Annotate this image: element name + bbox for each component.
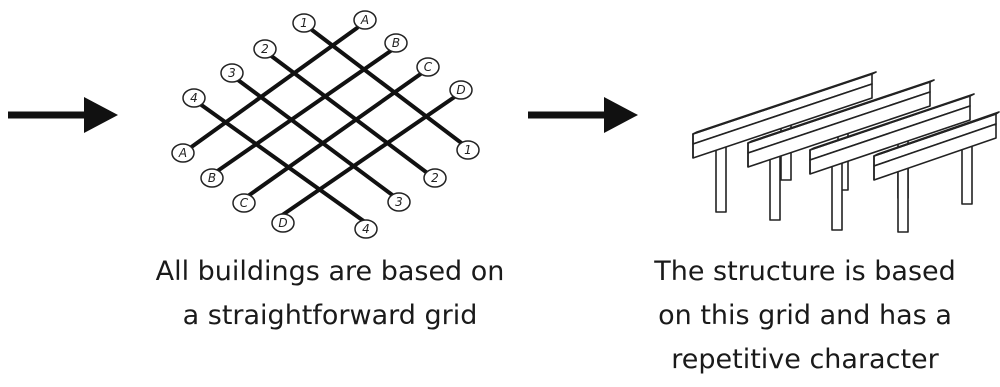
grid-label-C-top: C bbox=[424, 60, 433, 74]
grid-bubble-D-bottom bbox=[271, 213, 295, 233]
grid-line-2 bbox=[268, 53, 432, 177]
grid-label-2-bottom: 2 bbox=[431, 171, 439, 185]
grid-line-1 bbox=[310, 28, 470, 150]
grid-label-4-top: 4 bbox=[190, 91, 198, 105]
grid-bubble-A-bottom bbox=[171, 143, 195, 163]
structure-caption: The structure is based on this grid and … bbox=[610, 250, 1000, 382]
structure-caption-line-1: The structure is based bbox=[654, 256, 956, 287]
grid-line-3 bbox=[236, 78, 397, 199]
grid-label-B-bottom: B bbox=[208, 171, 216, 185]
grid-bubble-C-top bbox=[416, 57, 440, 77]
grid-bubble-2-top bbox=[253, 39, 277, 59]
grid-caption-line-1: All buildings are based on bbox=[155, 256, 505, 287]
beam-frame-2 bbox=[747, 79, 935, 221]
beam-frame-1 bbox=[692, 71, 877, 213]
beam-frame-3 bbox=[809, 93, 975, 231]
grid-bubble-4-top bbox=[182, 88, 206, 108]
grid-bubble-D-top bbox=[449, 80, 473, 100]
grid-label-A-top: A bbox=[360, 13, 369, 27]
grid-line-B bbox=[214, 48, 394, 174]
grid-bubble-A-top bbox=[353, 10, 377, 30]
grid-bubble-3-top bbox=[220, 63, 244, 83]
grid-label-D-bottom: D bbox=[278, 216, 287, 230]
grid-line-D bbox=[276, 94, 458, 220]
grid-bubble-1-top bbox=[292, 13, 316, 33]
grid-label-4-bottom: 4 bbox=[362, 222, 370, 236]
structure-sketch bbox=[692, 71, 1000, 233]
structure-caption-line-2: on this grid and has a bbox=[658, 300, 952, 331]
grid-label-2-top: 2 bbox=[261, 42, 269, 56]
grid-caption-line-2: a straightforward grid bbox=[182, 300, 478, 331]
grid-line-A bbox=[188, 26, 359, 150]
arrow-right-1 bbox=[8, 97, 118, 133]
grid-sketch bbox=[188, 26, 470, 224]
grid-bubble-4-bottom bbox=[354, 219, 378, 239]
grid-label-1-bottom: 1 bbox=[464, 143, 472, 157]
grid-label-3-top: 3 bbox=[228, 66, 236, 80]
grid-bubble-3-bottom bbox=[387, 192, 411, 212]
grid-label-C-bottom: C bbox=[240, 196, 249, 210]
grid-label-3-bottom: 3 bbox=[395, 195, 403, 209]
arrow-right-2 bbox=[528, 97, 638, 133]
grid-bubble-B-top bbox=[384, 33, 408, 53]
grid-caption: All buildings are based on a straightfor… bbox=[120, 250, 540, 338]
grid-label-1-top: 1 bbox=[300, 16, 308, 30]
grid-line-C bbox=[246, 71, 424, 198]
grid-bubble-1-bottom bbox=[456, 140, 480, 160]
beam-frame-4 bbox=[873, 111, 1000, 233]
grid-bubble-2-bottom bbox=[423, 168, 447, 188]
grid-label-D-top: D bbox=[456, 83, 465, 97]
grid-bubble-C-bottom bbox=[232, 193, 256, 213]
grid-bubble-B-bottom bbox=[200, 168, 224, 188]
grid-label-A-bottom: A bbox=[178, 146, 187, 160]
grid-line-4 bbox=[198, 102, 367, 224]
grid-label-B-top: B bbox=[392, 36, 400, 50]
structure-caption-line-3: repetitive character bbox=[671, 344, 939, 375]
